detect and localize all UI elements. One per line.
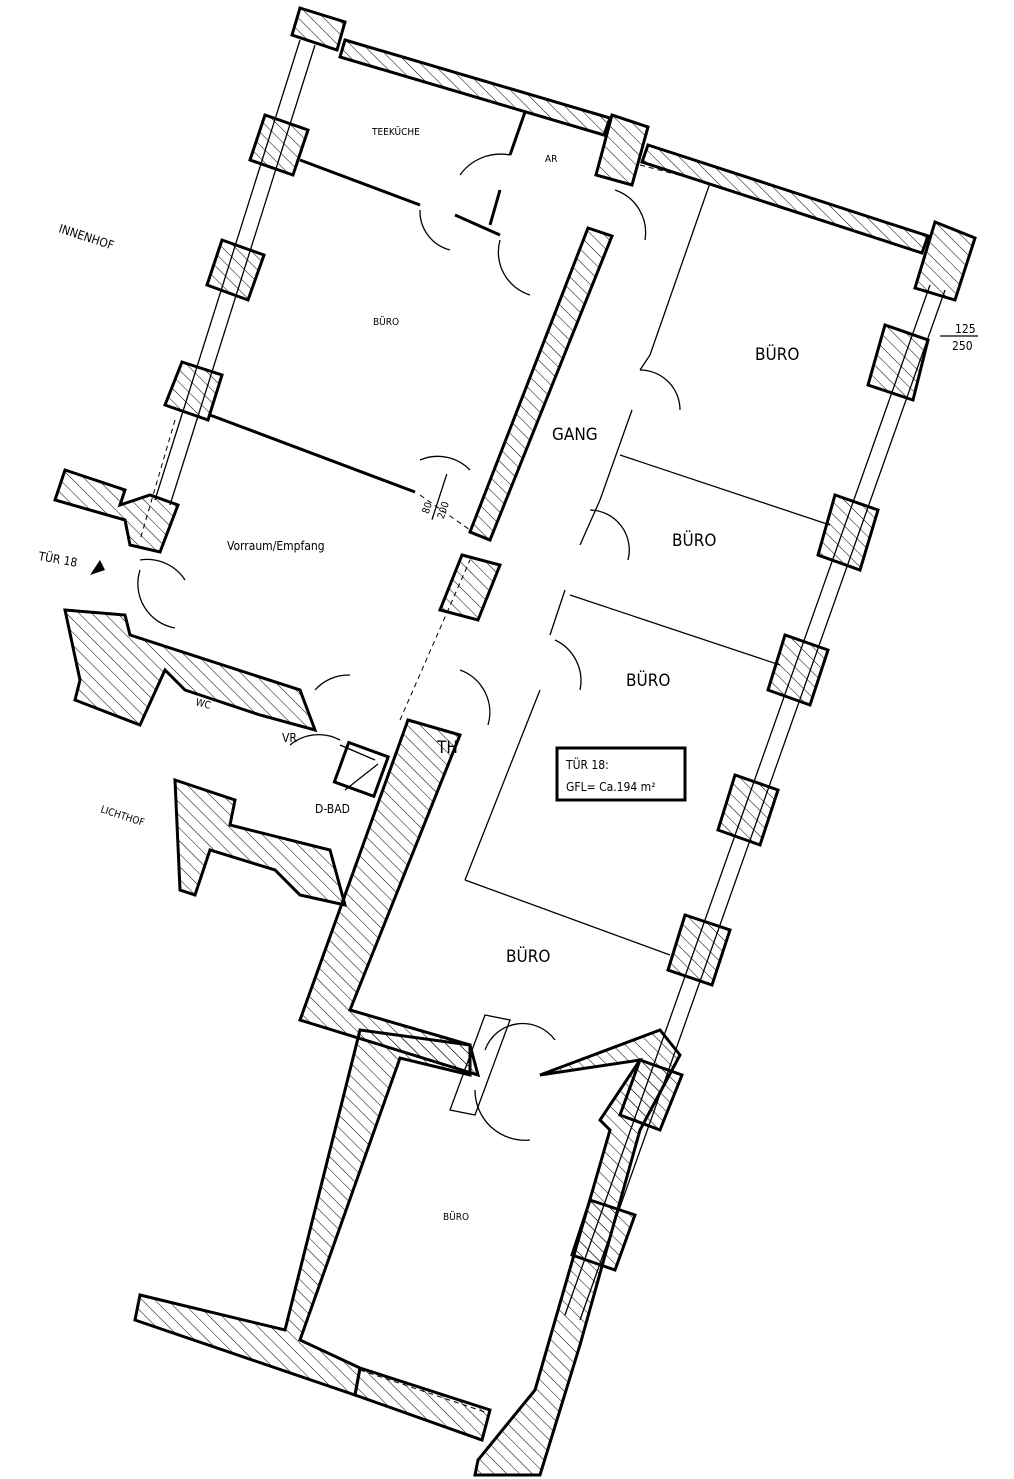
interior-walls	[137, 111, 831, 1413]
door-dim-height: 200	[436, 500, 452, 520]
room-label-ar: AR	[545, 154, 557, 165]
room-label-buero-bottom: BÜRO	[443, 1210, 469, 1223]
info-box-line2: GFL= Ca.194 m²	[566, 780, 656, 794]
room-label-vorraum: Vorraum/Empfang	[227, 539, 325, 553]
info-box-line1: TÜR 18:	[565, 756, 609, 772]
exterior-walls	[53, 6, 977, 1477]
room-label-wc: WC	[194, 697, 212, 712]
window-dim-height: 250	[952, 339, 973, 353]
label-lichthof: LICHTHOF	[99, 804, 145, 828]
room-label-buero-lower: BÜRO	[506, 945, 550, 967]
window-dim-width: 125	[955, 322, 976, 336]
room-label-teekueche: TEEKÜCHE	[371, 125, 420, 138]
room-label-buero-top-right: BÜRO	[755, 343, 799, 365]
door-dim-width: 80	[421, 501, 435, 516]
window-dimension: 125 250	[940, 322, 978, 353]
room-label-gang: GANG	[552, 425, 598, 445]
label-innenhof: INNENHOF	[57, 222, 116, 253]
shower	[332, 740, 391, 799]
room-label-buero-mid: BÜRO	[626, 669, 670, 691]
entrance-arrow-icon	[90, 560, 105, 575]
entrance-label: TÜR 18	[36, 547, 78, 570]
room-label-buero-mid-small: BÜRO	[672, 529, 716, 551]
room-label-buero-top-left: BÜRO	[373, 315, 399, 328]
door-dimension: 80 200	[421, 473, 452, 520]
info-box: TÜR 18: GFL= Ca.194 m²	[555, 746, 687, 802]
room-label-dbad: D-BAD	[315, 802, 350, 816]
room-label-th: TH	[436, 738, 458, 758]
room-label-vr: VR	[282, 731, 297, 745]
